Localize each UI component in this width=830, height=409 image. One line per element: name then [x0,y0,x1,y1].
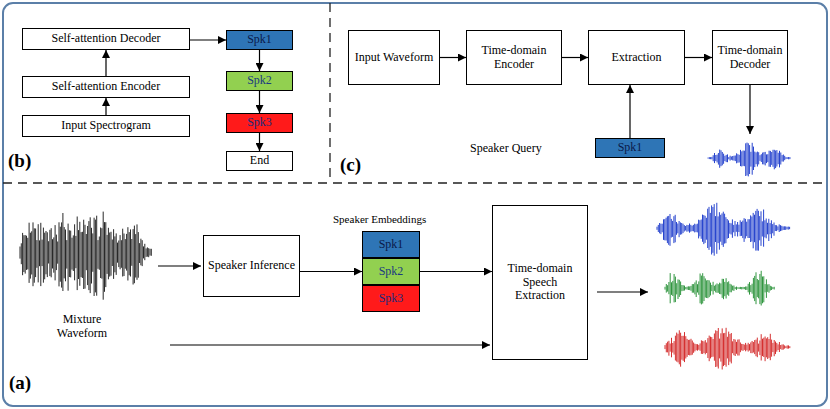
panel-divider [3,182,827,183]
connector-arrow [259,50,260,71]
box-text: Spk2 [379,265,404,279]
waveform [20,212,151,300]
process-box: End [226,151,293,171]
connector-arrow [440,57,466,58]
panel-label: (b) [8,150,31,173]
process-box: Time-domain Encoder [466,30,562,85]
speaker-box: Spk2 [226,71,293,91]
box-text: Time-domain Decoder [717,44,783,72]
speaker-box: Spk1 [362,231,420,258]
box-text: Spk1 [379,238,404,252]
box-text: Spk3 [247,116,272,130]
process-box: Time-domain Speech Extraction [492,205,588,360]
process-box: Time-domain Decoder [712,30,788,85]
speaker-box: Spk1 [595,138,665,158]
box-text: Spk3 [379,292,404,306]
output-arrow [597,291,648,292]
mixture-arrow [170,344,490,345]
connector-arrow [105,50,106,76]
box-text: Self-attention Decoder [52,32,161,46]
caption-label: Speaker Embeddings [333,213,426,226]
connector-arrow [105,98,106,115]
connector-arrow [420,271,492,272]
waveform [665,328,790,370]
output-arrow [749,85,750,134]
connector-arrow [190,39,226,40]
box-text: Time-domain Speech Extraction [497,262,583,303]
panel-label: (c) [340,154,361,177]
process-box: Extraction [588,30,685,85]
connector-arrow [562,57,588,58]
box-text: End [250,154,269,168]
process-box: Input Waveform [348,30,440,85]
connector-arrow [300,271,362,272]
panel-label: (a) [9,372,31,395]
process-box: Self-attention Encoder [22,76,190,98]
caption-label: Speaker Query [470,141,542,155]
connector-arrow [259,91,260,113]
box-text: Spk1 [618,141,643,155]
waveform [665,271,774,306]
speaker-box: Spk3 [226,113,293,133]
box-text: Time-domain Encoder [471,44,557,72]
waveforms [20,143,790,370]
process-box: Self-attention Decoder [22,28,190,50]
box-text: Speaker Inference [208,259,295,273]
process-box: Speaker Inference [203,235,300,297]
box-text: Extraction [612,51,662,65]
box-text: Input Waveform [355,51,433,65]
caption-label: Mixture Waveform [40,312,124,341]
box-text: Input Spectrogram [61,119,151,133]
outer-frame [3,3,827,406]
waveform [657,203,790,256]
box-text: Spk1 [247,33,272,47]
panel-divider [329,3,330,183]
connector-arrow [685,57,712,58]
box-text: Spk2 [247,74,272,88]
connector-arrow [259,133,260,151]
box-text: Self-attention Encoder [52,80,160,94]
connector-arrow [629,85,630,138]
speaker-box: Spk3 [362,285,420,312]
speaker-box: Spk1 [226,30,293,50]
process-box: Input Spectrogram [22,115,190,137]
input-arrow [158,265,201,266]
waveform [708,143,790,177]
speaker-box: Spk2 [362,258,420,285]
